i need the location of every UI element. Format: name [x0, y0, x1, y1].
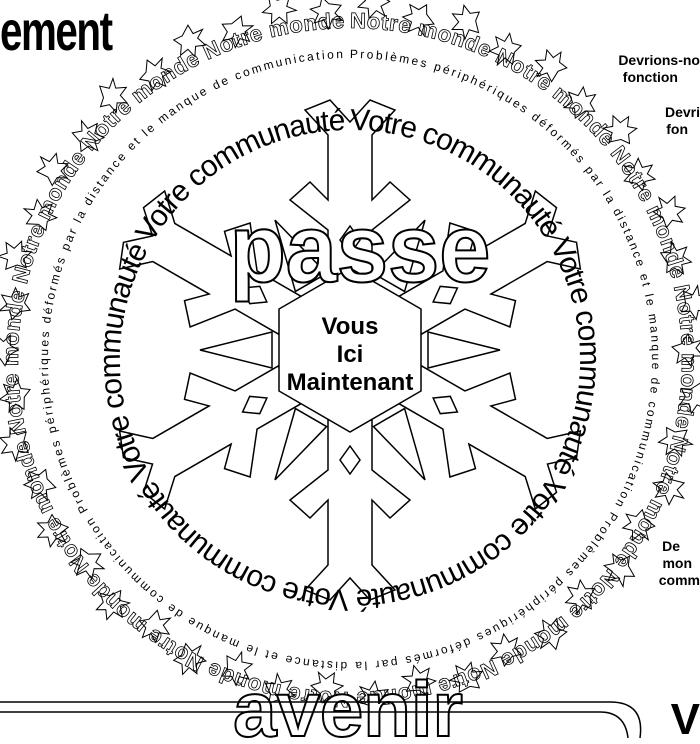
- snowflake-spike: [428, 332, 500, 368]
- center-line-3: Maintenant: [287, 369, 414, 396]
- side-note-bottom: De mon comm: [659, 538, 700, 589]
- side-note-top-line-2: fonction: [618, 69, 700, 86]
- side-note-top-line-1: Devrions-no: [618, 52, 700, 69]
- past-label: passe: [230, 194, 491, 302]
- side-note-bottom-line-3: comm: [659, 572, 700, 589]
- side-note-top: Devrions-no fonction: [618, 52, 700, 86]
- side-note-middle-line-2: fon: [665, 121, 700, 138]
- page-title-fragment: ement: [0, 0, 112, 62]
- side-note-bottom-line-1: De: [659, 538, 700, 555]
- snowflake-arm: [290, 420, 410, 600]
- center-line-2: Ici: [337, 341, 364, 368]
- side-note-bottom-line-2: mon: [659, 555, 700, 572]
- side-note-middle-line-1: Devri: [665, 104, 700, 121]
- side-note-middle: Devri fon: [665, 104, 700, 138]
- center-line-1: Vous: [322, 313, 379, 340]
- small-flake-icon: [445, 0, 489, 44]
- snowflake-spike: [200, 332, 272, 368]
- bottom-right-fragment: V: [671, 700, 700, 740]
